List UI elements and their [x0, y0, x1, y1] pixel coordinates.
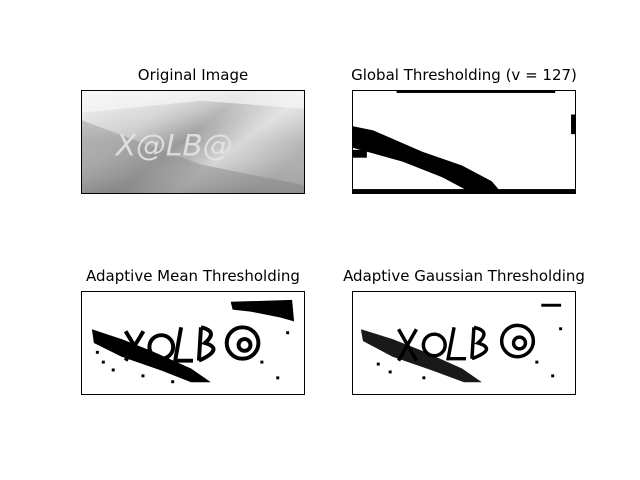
panel-title: Original Image [137, 66, 249, 84]
adaptive-gaussian-graphic [353, 292, 575, 394]
adaptive-mean-graphic [82, 292, 304, 394]
global-threshold-graphic [353, 91, 575, 193]
original-image-graphic: X@LB@ [82, 91, 304, 193]
panel-original: Original Image [81, 66, 305, 194]
panel-title: Adaptive Mean Thresholding [86, 267, 300, 285]
image-global-threshold [352, 90, 576, 194]
captcha-text: X@LB@ [114, 129, 233, 163]
image-adaptive-gaussian [352, 291, 576, 395]
panel-title: Adaptive Gaussian Thresholding [343, 267, 585, 285]
panel-title: Global Thresholding (v = 127) [351, 66, 577, 84]
image-original: X@LB@ [81, 90, 305, 194]
panel-adaptive-mean: Adaptive Mean Thresholding [72, 267, 314, 395]
panel-adaptive-gaussian: Adaptive Gaussian Thresholding [326, 267, 602, 395]
panel-global-threshold: Global Thresholding (v = 127) [338, 66, 590, 194]
image-adaptive-mean [81, 291, 305, 395]
